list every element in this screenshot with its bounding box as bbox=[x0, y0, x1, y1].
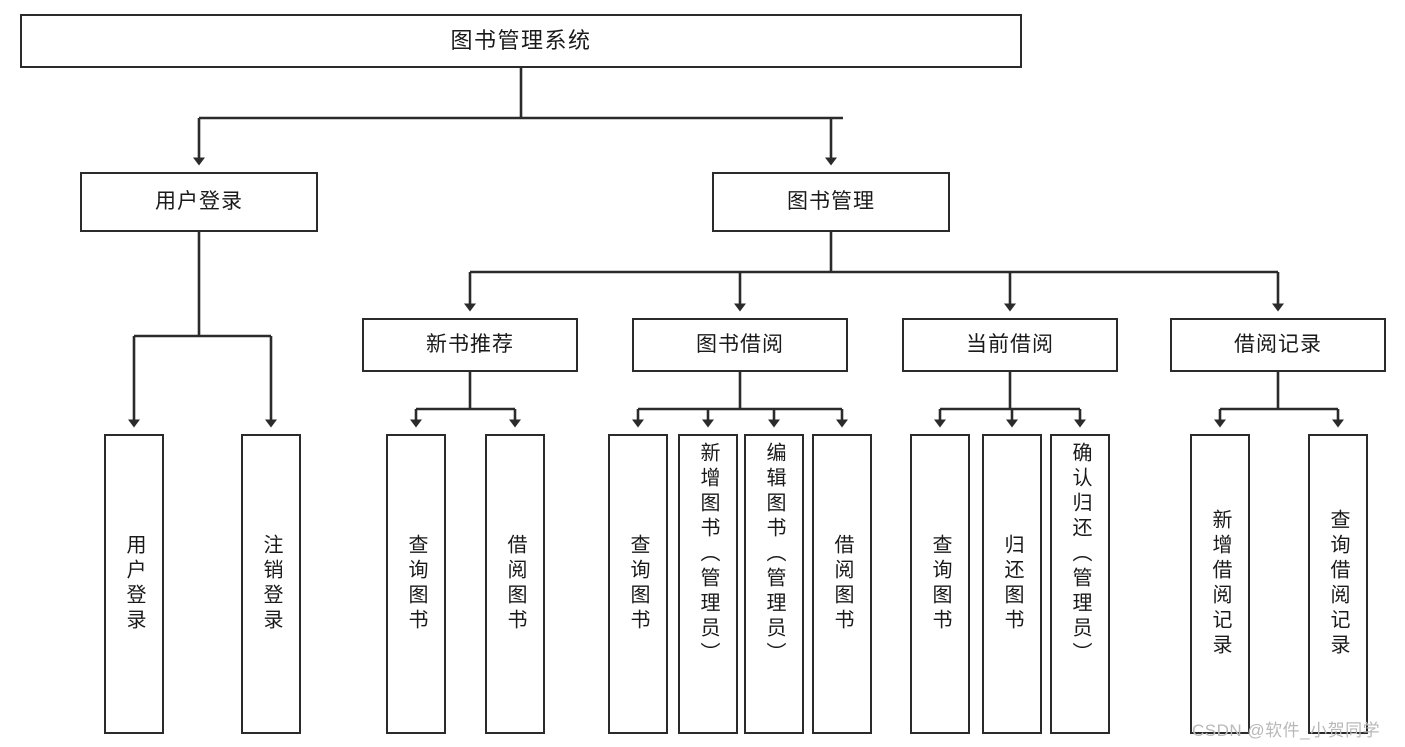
node-leaf-edit-book[interactable]: 编辑图书（管理员） bbox=[744, 434, 804, 734]
node-leaf-query-book-3-label: 查询图书 bbox=[929, 534, 951, 634]
node-leaf-add-record-label: 新增借阅记录 bbox=[1209, 509, 1231, 659]
node-leaf-user-login[interactable]: 用户登录 bbox=[104, 434, 164, 734]
node-current-borrow[interactable]: 当前借阅 bbox=[902, 318, 1118, 372]
node-leaf-return-book[interactable]: 归还图书 bbox=[982, 434, 1042, 734]
node-leaf-query-book-1-label: 查询图书 bbox=[405, 534, 427, 634]
node-book-manage-label: 图书管理 bbox=[787, 189, 875, 213]
node-borrow-records-label: 借阅记录 bbox=[1234, 332, 1322, 356]
node-leaf-query-book-3[interactable]: 查询图书 bbox=[910, 434, 970, 734]
node-leaf-confirm-return[interactable]: 确认归还（管理员） bbox=[1050, 434, 1110, 734]
node-leaf-edit-book-label: 编辑图书（管理员） bbox=[763, 442, 785, 667]
node-leaf-borrow-book-2-label: 借阅图书 bbox=[831, 534, 853, 634]
node-new-book-recommend-label: 新书推荐 bbox=[426, 332, 514, 356]
node-leaf-query-book-1[interactable]: 查询图书 bbox=[386, 434, 446, 734]
node-user-login[interactable]: 用户登录 bbox=[80, 172, 318, 232]
node-leaf-query-record-label: 查询借阅记录 bbox=[1327, 509, 1349, 659]
node-book-borrow[interactable]: 图书借阅 bbox=[632, 318, 848, 372]
node-root-label: 图书管理系统 bbox=[450, 28, 592, 54]
node-new-book-recommend[interactable]: 新书推荐 bbox=[362, 318, 578, 372]
node-current-borrow-label: 当前借阅 bbox=[966, 332, 1054, 356]
node-root[interactable]: 图书管理系统 bbox=[20, 14, 1022, 68]
node-leaf-query-record[interactable]: 查询借阅记录 bbox=[1308, 434, 1368, 734]
node-leaf-return-book-label: 归还图书 bbox=[1001, 534, 1023, 634]
node-book-manage[interactable]: 图书管理 bbox=[712, 172, 950, 232]
node-leaf-query-book-2[interactable]: 查询图书 bbox=[608, 434, 668, 734]
node-leaf-borrow-book-1[interactable]: 借阅图书 bbox=[485, 434, 545, 734]
node-leaf-borrow-book-1-label: 借阅图书 bbox=[504, 534, 526, 634]
node-borrow-records[interactable]: 借阅记录 bbox=[1170, 318, 1386, 372]
node-leaf-user-logout-label: 注销登录 bbox=[260, 534, 282, 634]
node-leaf-query-book-2-label: 查询图书 bbox=[627, 534, 649, 634]
csdn-watermark: CSDN @软件_小贺同学 bbox=[1192, 721, 1381, 740]
node-leaf-confirm-return-label: 确认归还（管理员） bbox=[1069, 442, 1091, 667]
node-leaf-add-book[interactable]: 新增图书（管理员） bbox=[678, 434, 738, 734]
node-book-borrow-label: 图书借阅 bbox=[696, 332, 784, 356]
node-leaf-user-logout[interactable]: 注销登录 bbox=[241, 434, 301, 734]
node-user-login-label: 用户登录 bbox=[155, 189, 243, 213]
node-leaf-add-book-label: 新增图书（管理员） bbox=[697, 442, 719, 667]
node-leaf-user-login-label: 用户登录 bbox=[123, 534, 145, 634]
node-leaf-borrow-book-2[interactable]: 借阅图书 bbox=[812, 434, 872, 734]
node-leaf-add-record[interactable]: 新增借阅记录 bbox=[1190, 434, 1250, 734]
